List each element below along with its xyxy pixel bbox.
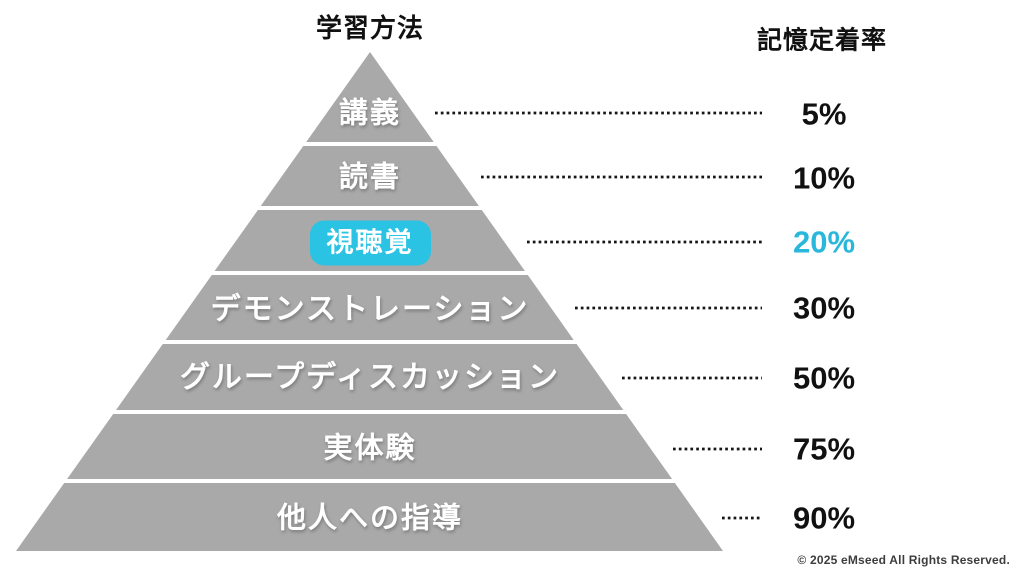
level-label-practice: 実体験 xyxy=(323,432,417,465)
pyramid-band xyxy=(306,52,434,142)
rate-group-discussion: 50% xyxy=(792,360,856,396)
pyramid-band xyxy=(67,414,673,479)
audiovisual-highlight-badge: 視聴覚 xyxy=(309,220,431,266)
pyramid-band xyxy=(16,483,723,551)
rate-teaching-others: 90% xyxy=(792,500,856,536)
retention-rate-header: 記憶定着率 xyxy=(756,26,888,55)
copyright-notice: © 2025 eMseed All Rights Reserved. xyxy=(797,553,1010,567)
rate-lecture: 5% xyxy=(801,96,847,132)
rate-demonstration: 30% xyxy=(792,290,856,326)
pyramid-band xyxy=(165,275,574,340)
level-label-group-discussion: グループディスカッション xyxy=(179,361,561,394)
level-label-lecture: 講義 xyxy=(338,97,401,130)
pyramid-band xyxy=(260,146,479,206)
rate-audiovisual: 20% xyxy=(792,224,856,260)
level-label-demonstration: デモンストレーション xyxy=(210,293,530,326)
rate-practice: 75% xyxy=(792,431,856,467)
pyramid-band xyxy=(116,344,624,410)
level-label-audiovisual: 視聴覚 xyxy=(0,220,740,266)
page-title: 学習方法 xyxy=(315,13,425,43)
level-label-reading: 読書 xyxy=(338,161,401,194)
rate-reading: 10% xyxy=(792,160,856,196)
level-label-teaching-others: 他人への指導 xyxy=(276,502,463,535)
